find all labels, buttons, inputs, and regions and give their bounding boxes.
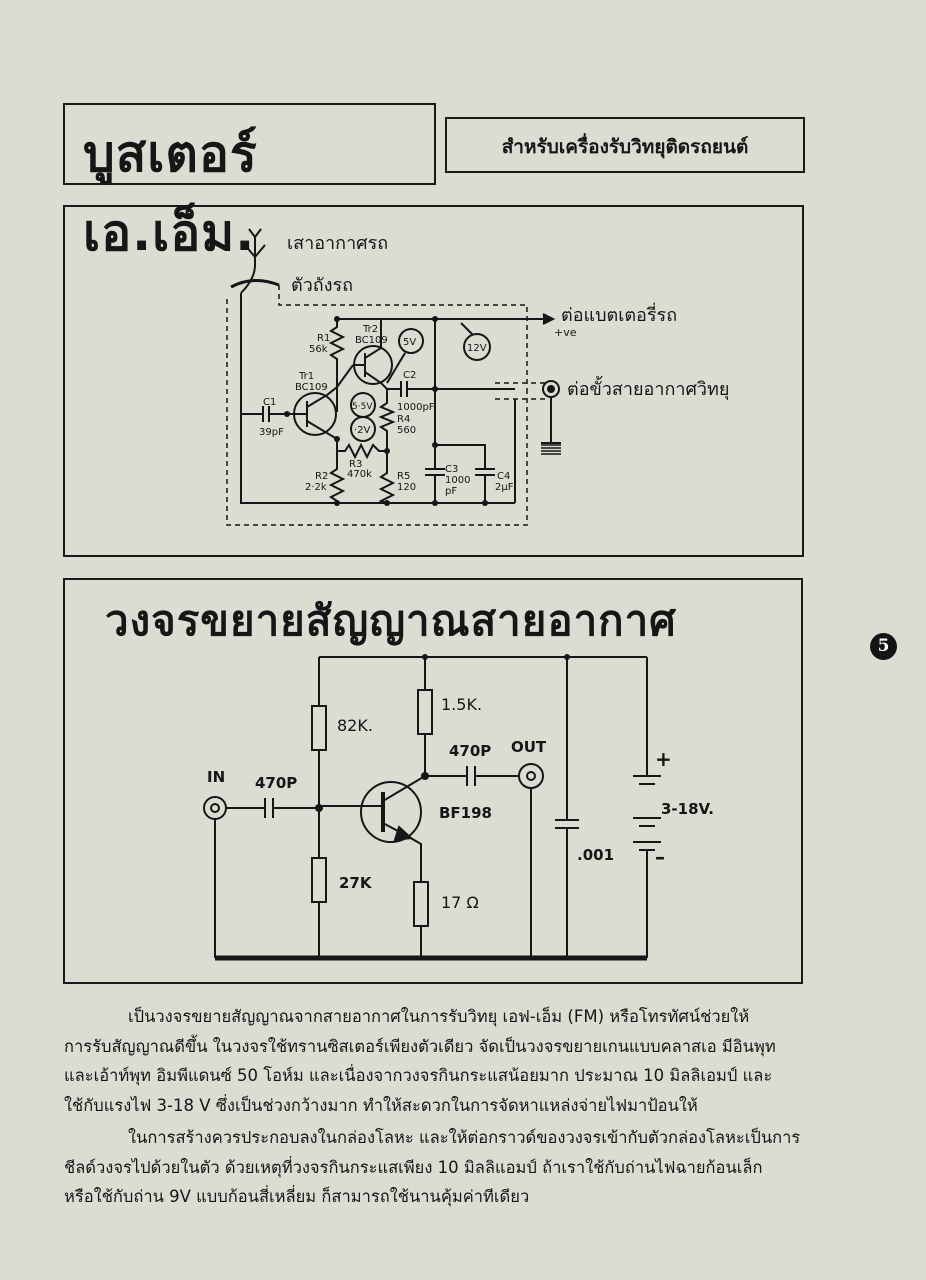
subtitle-box: สำหรับเครื่องรับวิทยุติดรถยนต์: [445, 117, 805, 173]
c2-name: C2: [403, 370, 416, 381]
r4-value: 560: [397, 425, 416, 436]
voltage-12v: 12V: [467, 343, 487, 354]
label-c-in: 470P: [255, 774, 297, 792]
tr1-name: Tr1: [298, 371, 314, 382]
c1-value: 39pF: [259, 427, 284, 438]
figure2-title: วงจรขยายสัญญาณสายอากาศ: [105, 596, 677, 645]
paragraph-1-line: การรับสัญญาณดีขึ้น ในวงจรใช้ทรานซิสเตอร์…: [64, 1036, 776, 1056]
c2-value: 1000pF: [397, 402, 435, 413]
label-transistor: BF198: [439, 804, 492, 822]
tr2-type: BC109: [355, 335, 388, 346]
label-in: IN: [207, 768, 225, 786]
r3-value: 470k: [347, 469, 372, 480]
paragraph-2: ในการสร้างควรประกอบลงในกล่องโลหะ และให้ต…: [64, 1123, 806, 1212]
label-supply: 3-18V.: [661, 800, 714, 818]
paragraph-2-line: ชีลด์วงจรไปด้วยในตัว ด้วยเหตุที่วงจรกินก…: [64, 1157, 763, 1177]
c1-name: C1: [263, 397, 276, 408]
label-r-emitter: 17 Ω: [441, 893, 479, 912]
c4-value: 2μF: [495, 482, 514, 493]
paragraph-1-line: ใช้กับแรงไฟ 3-18 V ซึ่งเป็นช่วงกว้างมาก …: [64, 1095, 698, 1115]
r5-value: 120: [397, 482, 416, 493]
r4-name: R4: [397, 414, 410, 425]
c3-value: 1000: [445, 475, 470, 486]
label-radio-terminal: ต่อขั้วสายอากาศวิทยุ: [567, 376, 729, 400]
r1-value: 56k: [309, 344, 328, 355]
label-r-collector: 1.5K.: [441, 695, 482, 714]
label-car-body: ตัวถังรถ: [291, 275, 353, 296]
r5-name: R5: [397, 471, 410, 482]
label-minus: –: [655, 845, 665, 869]
voltage-0-2v: ·2V: [354, 425, 371, 436]
tr1-type: BC109: [295, 382, 328, 393]
r2-value: 2·2k: [305, 482, 327, 493]
paragraph-1-line: และเอ้าท์พุท อิมพีแดนซ์ 50 โอห์ม และเนื่…: [64, 1066, 773, 1085]
page-title: บูสเตอร์ เอ.เอ็ม.: [83, 125, 258, 262]
am-booster-schematic: เสาอากาศรถ ตัวถังรถ ต่อแบตเตอรี่รถ +ve ต…: [63, 205, 804, 557]
label-out: OUT: [511, 738, 547, 756]
page-number: 5: [870, 633, 897, 660]
r2-name: R2: [315, 471, 328, 482]
paragraph-1: เป็นวงจรขยายสัญญาณจากสายอากาศในการรับวิท…: [64, 1002, 806, 1120]
am-booster-diagram: เสาอากาศรถ ตัวถังรถ ต่อแบตเตอรี่รถ +ve ต…: [226, 228, 729, 526]
voltage-5v: 5V: [403, 337, 416, 348]
c3-unit: pF: [445, 486, 457, 497]
antenna-icon: [244, 228, 266, 265]
paragraph-2-line: ในการสร้างควรประกอบลงในกล่องโลหะ และให้ต…: [128, 1128, 801, 1147]
label-cap: .001: [577, 846, 614, 864]
paragraph-2-line: หรือใช้กับถ่าน 9V แบบก้อนสี่เหลี่ยม ก็สา…: [64, 1187, 530, 1206]
c4-name: C4: [497, 471, 510, 482]
label-antenna: เสาอากาศรถ: [287, 233, 388, 254]
antenna-amplifier-diagram: IN 470P 470P OUT BF198 .001 3-18V. 27K 8…: [203, 654, 714, 961]
label-r-bottom: 27K: [339, 874, 373, 892]
antenna-amplifier-figure: วงจรขยายสัญญาณสายอากาศ: [63, 578, 803, 984]
page-subtitle: สำหรับเครื่องรับวิทยุติดรถยนต์: [501, 136, 749, 158]
label-r-top: 82K.: [337, 716, 373, 735]
voltage-5-5v: 5·5V: [352, 402, 373, 412]
tr2-name: Tr2: [362, 324, 378, 335]
label-c-out: 470P: [449, 742, 491, 760]
paragraph-1-line: เป็นวงจรขยายสัญญาณจากสายอากาศในการรับวิท…: [128, 1007, 750, 1026]
r3-name: R3: [349, 459, 362, 470]
c3-name: C3: [445, 464, 458, 475]
label-plus-ve: +ve: [554, 326, 577, 339]
label-battery: ต่อแบตเตอรี่รถ: [561, 302, 677, 326]
r1-name: R1: [317, 333, 330, 344]
label-plus: +: [655, 747, 672, 771]
title-box: บูสเตอร์ เอ.เอ็ม.: [63, 103, 436, 262]
